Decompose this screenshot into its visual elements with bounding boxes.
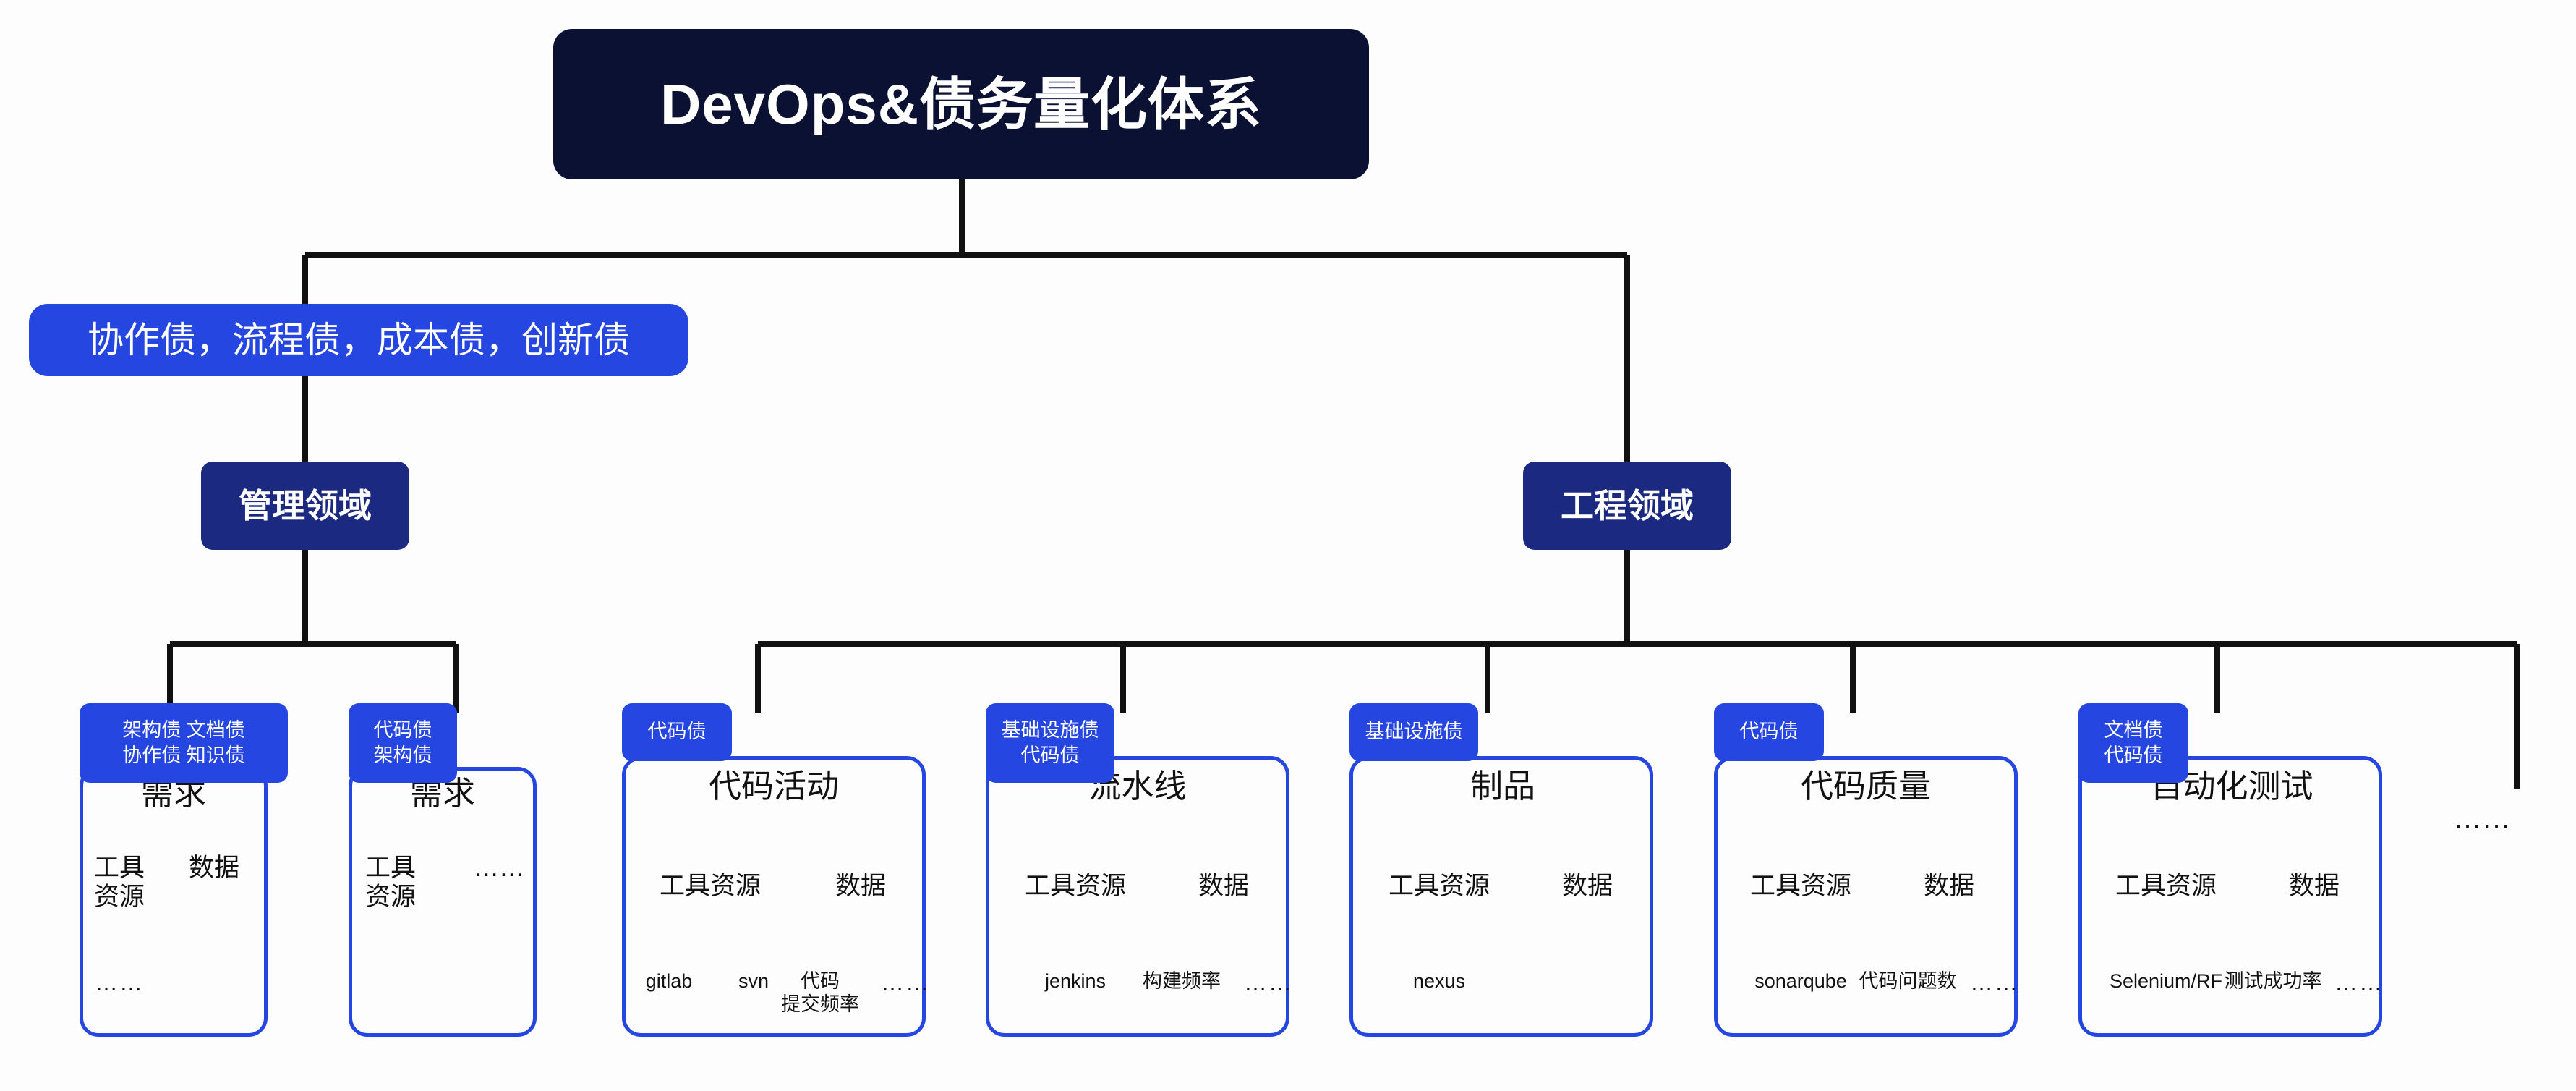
leaf-jenkins: jenkins: [1044, 970, 1106, 992]
leaf-ellipsis-4: ……: [1244, 969, 1293, 996]
leaf-sonarqube: sonarqube: [1754, 970, 1847, 992]
domain-management: 管理领域: [201, 462, 409, 550]
branch-label-data-3: 数据: [835, 872, 887, 900]
card-code-quality: [1714, 756, 2018, 1037]
leaf-build-frequency: 构建频率: [1143, 970, 1221, 992]
domain-engineering-label: 工程领域: [1561, 486, 1694, 525]
branch-label-tool-resource-7: 工具资源: [2115, 872, 2217, 900]
branch-label-data-4: 数据: [1198, 872, 1250, 900]
branch-label-tool-resource-4: 工具资源: [1024, 872, 1127, 900]
card-code-activity: [622, 756, 926, 1037]
domain-management-label: 管理领域: [239, 486, 372, 525]
leaf-ellipsis-3: ……: [881, 969, 930, 996]
branch-label-tool-resource-5: 工具资源: [1388, 872, 1490, 900]
card-tag-artifact: 基础设施债: [1349, 703, 1478, 761]
leaf-svn: svn: [738, 970, 769, 992]
card-pipeline: [986, 756, 1289, 1037]
leaf-selenium-rf: Selenium/RF: [2109, 970, 2223, 992]
branch-label-ellipsis-2: ……: [474, 854, 524, 882]
page-title: DevOps&债务量化体系: [660, 72, 1263, 136]
card-artifact: [1349, 756, 1653, 1037]
card-tag-pipeline: 基础设施债 代码债: [986, 703, 1114, 783]
branch-label-data-5: 数据: [1561, 872, 1613, 900]
card-tag-automation-test: 文档债 代码债: [2078, 703, 2188, 783]
card-tag-code-activity: 代码债: [622, 703, 732, 761]
card-tag-requirement-mgmt: 架构债 文档债 协作债 知识债: [80, 703, 288, 783]
domain-engineering: 工程领域: [1523, 462, 1731, 550]
leaf-nexus: nexus: [1412, 970, 1466, 992]
more-items-ellipsis: ……: [2453, 803, 2511, 835]
root-title-box: DevOps&债务量化体系: [553, 29, 1369, 179]
branch-label-data-6: 数据: [1923, 872, 1975, 900]
card-tag-code-quality: 代码债: [1714, 703, 1824, 761]
leaf-test-success-rate: 测试成功率: [2224, 970, 2322, 992]
branch-label-tool-resource-2: 工具 资源: [364, 854, 417, 912]
branch-label-data-1: 数据: [188, 854, 240, 882]
card-title-code-activity: 代码活动: [708, 768, 840, 805]
card-title-artifact: 制品: [1470, 768, 1536, 805]
leaf-gitlab: gitlab: [645, 970, 693, 992]
card-tag-requirement-code: 代码债 架构债: [349, 703, 457, 783]
card-requirement-code: [349, 767, 537, 1037]
card-automation-test: [2078, 756, 2382, 1037]
debt-categories-label: 协作债，流程债，成本债，创新债: [88, 319, 630, 360]
branch-label-tool-resource-1: 工具 资源: [93, 854, 145, 912]
leaf-ellipsis-7: ……: [2334, 969, 2384, 996]
card-title-code-quality: 代码质量: [1800, 768, 1932, 805]
leaf-ellipsis-1: ……: [95, 969, 144, 996]
debt-categories-box: 协作债，流程债，成本债，创新债: [29, 304, 688, 376]
branch-label-tool-resource-3: 工具资源: [659, 872, 762, 900]
leaf-code-issue-count: 代码问题数: [1859, 970, 1957, 992]
card-requirement-mgmt: [80, 767, 268, 1037]
branch-label-tool-resource-6: 工具资源: [1749, 872, 1852, 900]
leaf-commit-frequency: 代码 提交频率: [781, 970, 859, 1016]
leaf-ellipsis-6: ……: [1970, 969, 2019, 996]
branch-label-data-7: 数据: [2288, 872, 2340, 900]
